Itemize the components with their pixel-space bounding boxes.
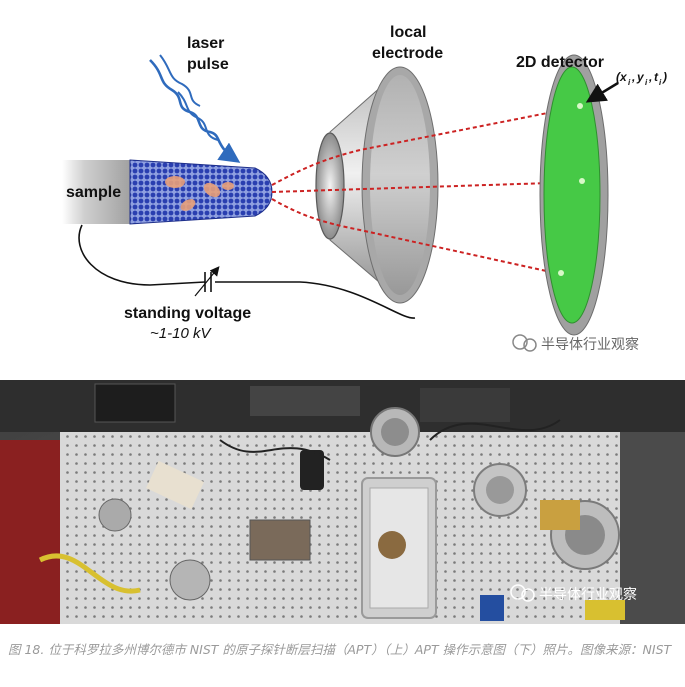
svg-text:(: ( — [616, 70, 622, 84]
voltage-label: standing voltage — [124, 305, 251, 322]
sample-label: sample — [66, 184, 121, 201]
figure-caption: 图 18. 位于科罗拉多州博尔德市 NIST 的原子探针断层扫描（APT）（上）… — [8, 642, 672, 657]
detector-hit — [579, 178, 585, 184]
svg-text:y: y — [636, 70, 645, 84]
detector-screen — [543, 66, 601, 324]
sample-shaft — [62, 160, 137, 224]
sample-tip-atoms — [129, 159, 273, 225]
detector-hit — [577, 103, 583, 109]
2d-detector — [539, 54, 609, 336]
electrode-aperture — [315, 132, 345, 240]
optical-table — [60, 432, 620, 624]
apt-lab-photo: 半导体行业观察 — [0, 380, 685, 624]
detector-hit — [558, 270, 564, 276]
svg-text:,: , — [631, 70, 635, 84]
svg-text:,: , — [648, 70, 652, 84]
watermark-bottom: 半导体行业观察 — [510, 584, 637, 603]
svg-text:i: i — [645, 78, 648, 87]
electrode-label: electrode — [372, 45, 443, 62]
ion-trajectories — [271, 106, 581, 275]
hit-coordinates: ( x i , y i , t i ) — [616, 70, 667, 87]
laser-pulse-icon — [149, 54, 241, 163]
watermark-bottom-text: 半导体行业观察 — [539, 586, 637, 603]
variable-voltage-icon — [194, 266, 220, 297]
svg-text:i: i — [628, 78, 631, 87]
watermark-top-text: 半导体行业观察 — [541, 336, 639, 353]
laser-label: laser — [187, 35, 224, 52]
detector-label: 2D detector — [516, 54, 604, 71]
svg-text:): ) — [661, 70, 667, 84]
svg-text:t: t — [654, 70, 659, 84]
local-label: local — [390, 24, 426, 41]
voltage-wire — [78, 224, 416, 319]
apt-schematic: laser pulse sample standing voltage ~1-1… — [62, 24, 667, 353]
svg-text:x: x — [619, 70, 628, 84]
precipitate-clusters — [165, 176, 234, 211]
local-electrode — [315, 66, 439, 304]
svg-text:i: i — [659, 78, 662, 87]
watermark-top: 半导体行业观察 — [512, 334, 639, 353]
hit-pointer-arrow — [585, 81, 619, 103]
pulse-label: pulse — [187, 56, 229, 73]
voltage-range-label: ~1-10 kV — [150, 325, 212, 342]
